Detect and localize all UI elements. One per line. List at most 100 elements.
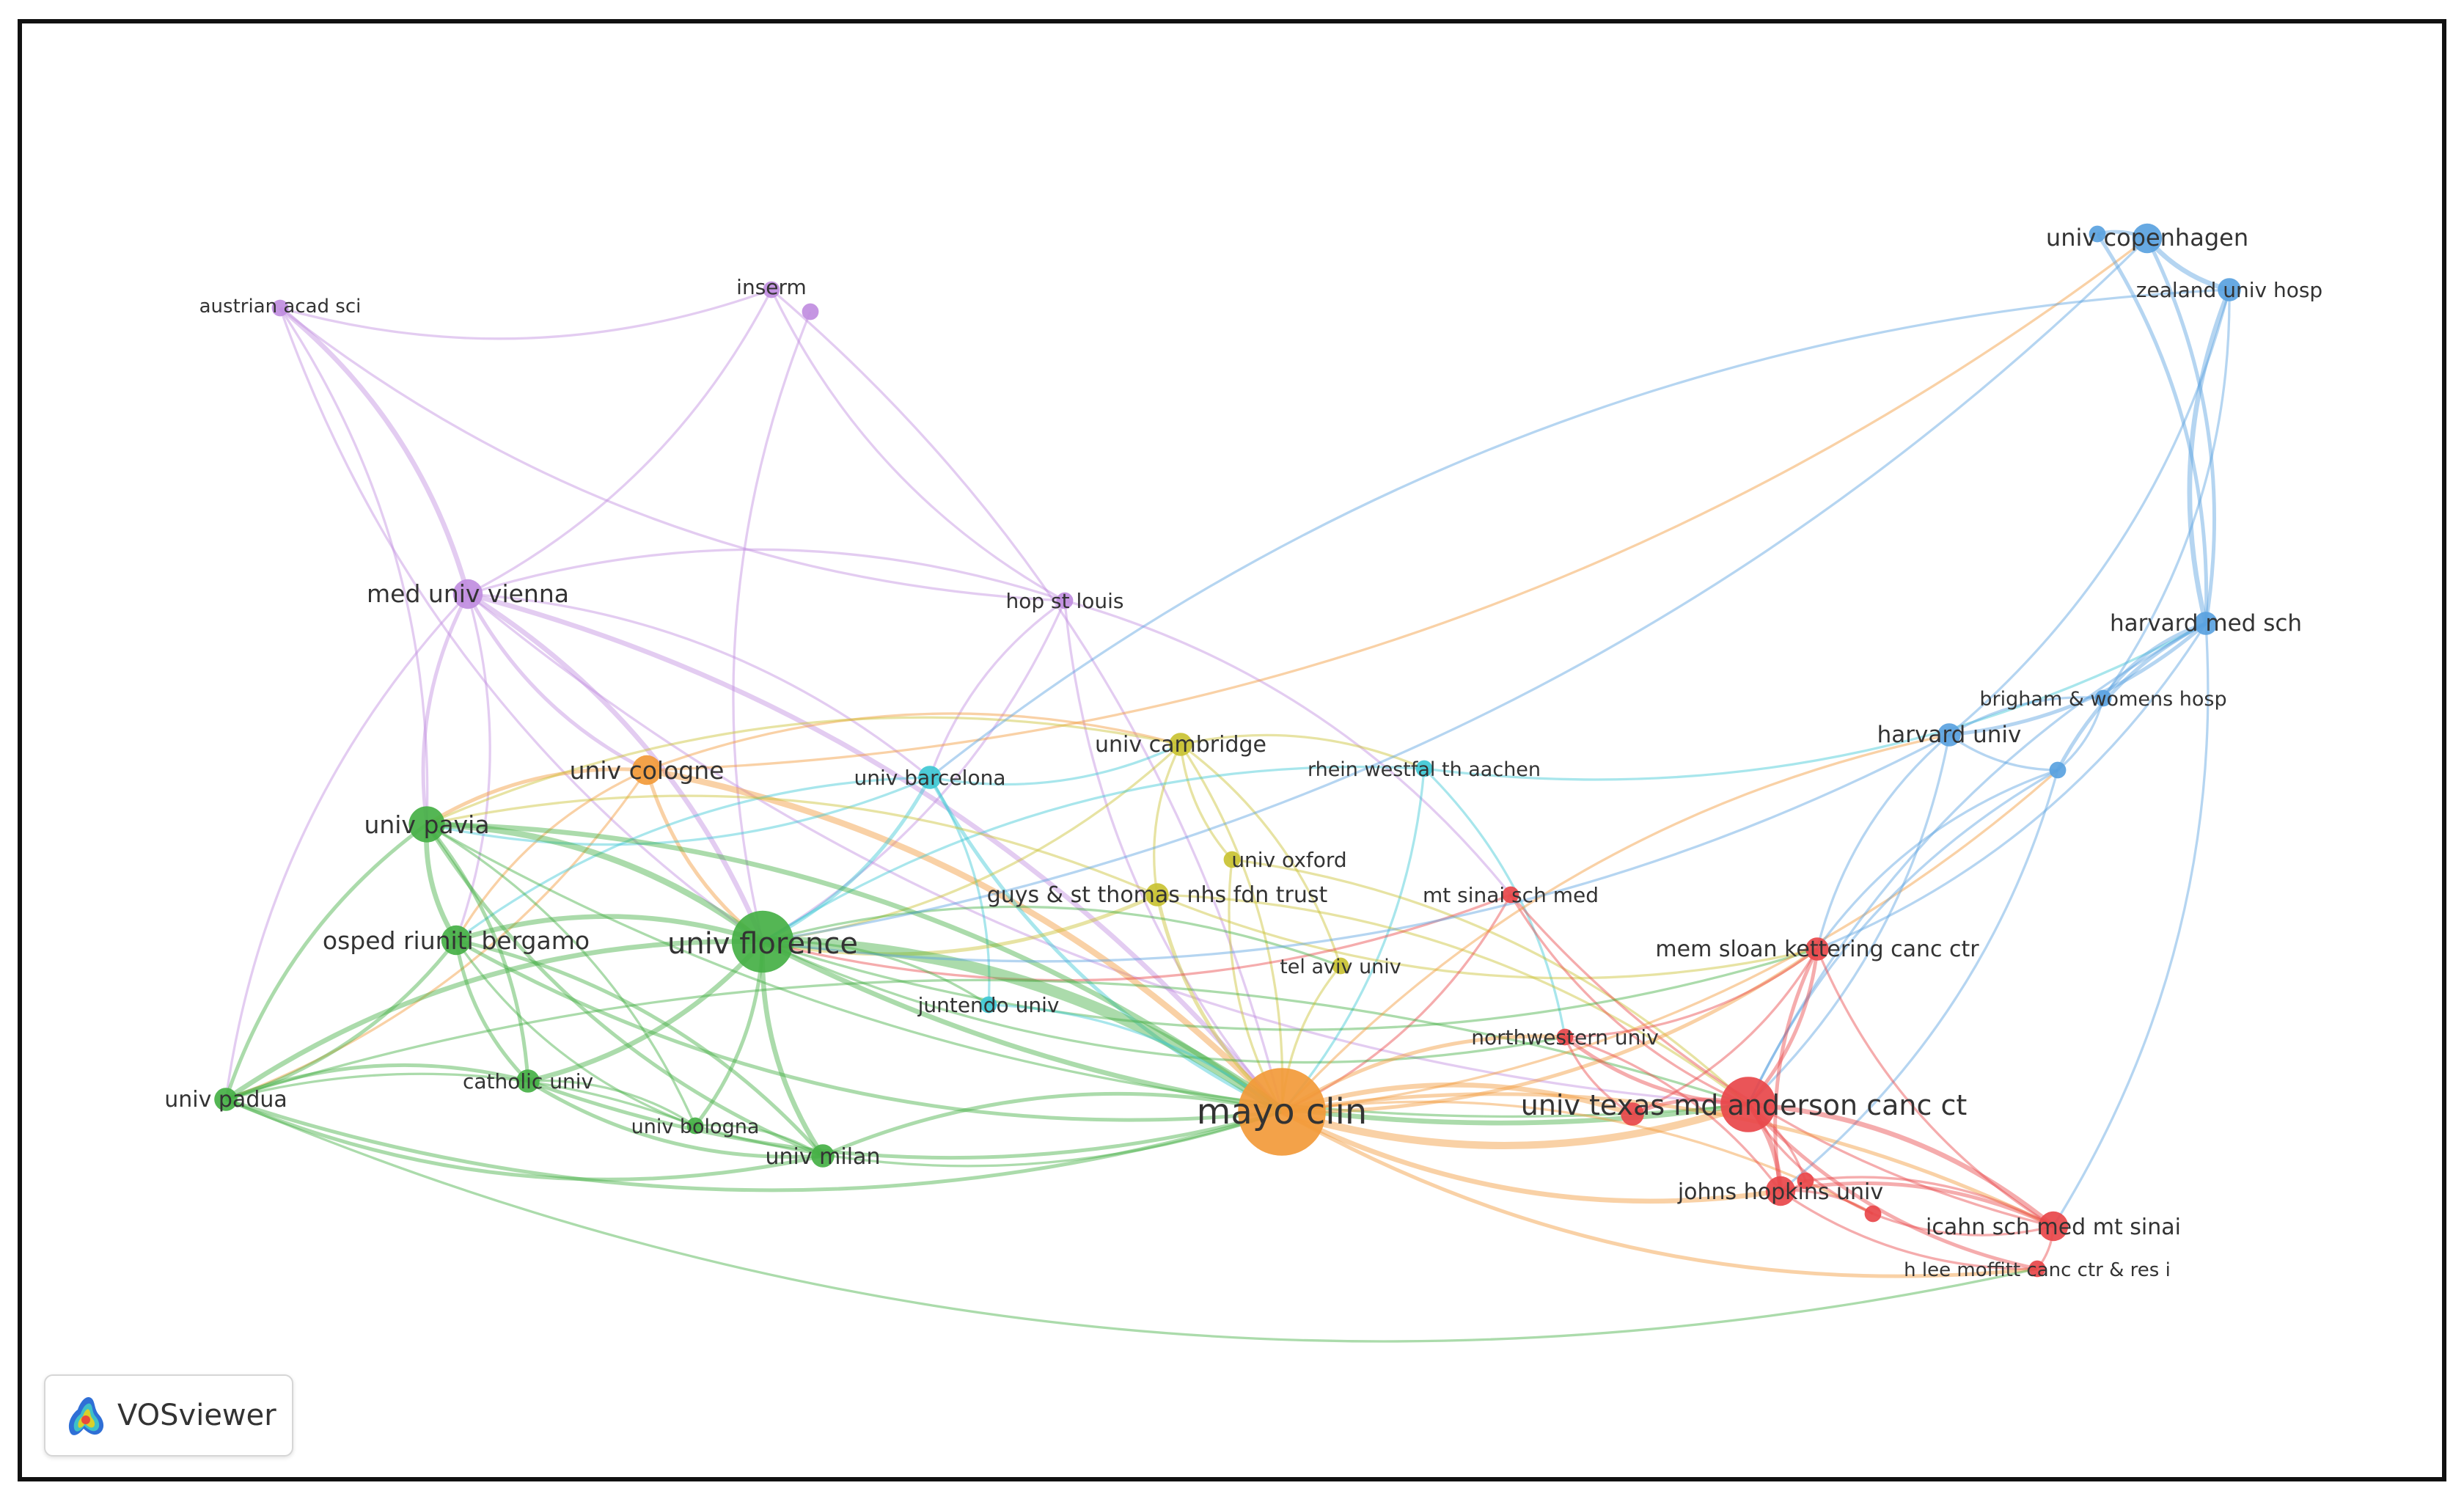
node-univ-copenhagen[interactable] — [2132, 223, 2163, 254]
node-blue-small-b[interactable] — [2049, 761, 2067, 779]
nodes-layer — [214, 223, 2241, 1278]
link-hop_st_louis-mt_sinai_sch_med — [1064, 599, 1512, 896]
label-univ-oxford: univ oxford — [1231, 848, 1346, 872]
label-zealand-univ-hosp: zealand univ hosp — [2136, 278, 2322, 302]
node-univ-milan[interactable] — [811, 1144, 835, 1168]
node-univ-cambridge[interactable] — [1169, 733, 1192, 756]
node-icahn-sch[interactable] — [2038, 1211, 2069, 1242]
link-austrian_acad_sci-hop_st_louis — [279, 307, 1066, 602]
link-inserm-mayo_clin — [770, 288, 1283, 1113]
link-harvard_med_sch-harvard_univ — [1948, 622, 2207, 737]
label-austrian-acad-sci: austrian acad sci — [199, 296, 362, 318]
link-mt_sinai_sch_med-mayo_clin — [1281, 894, 1512, 1113]
node-red-small-a[interactable] — [1621, 1102, 1644, 1126]
link-guys_st_thomas-univ_pavia — [426, 794, 1158, 896]
node-juntendo-univ[interactable] — [980, 996, 997, 1014]
link-mayo_clin-mem_sloan — [1281, 947, 1819, 1114]
node-northwestern-univ[interactable] — [1556, 1028, 1574, 1046]
node-blue-small-a[interactable] — [2089, 225, 2106, 243]
node-inserm[interactable] — [763, 281, 780, 298]
node-hop-st-louis[interactable] — [1056, 592, 1074, 609]
link-purple_unlabeled-univ_florence — [732, 311, 812, 942]
link-univ_florence-juntendo_univ — [762, 939, 989, 1006]
link-univ_cologne-univ_copenhagen — [646, 237, 2148, 772]
node-johns-hopkins[interactable] — [1765, 1176, 1796, 1206]
link-mayo_clin-red_small_c — [1281, 1100, 1874, 1215]
node-mt-sinai-sch-med[interactable] — [1502, 886, 1519, 904]
link-univ_pavia-catholic_univ — [425, 823, 530, 1082]
node-mem-sloan[interactable] — [1805, 937, 1829, 961]
node-univ-florence[interactable] — [731, 910, 794, 973]
node-md-anderson[interactable] — [1720, 1077, 1776, 1132]
link-austrian_acad_sci-univ_florence — [279, 307, 763, 943]
link-johns_hopkins-icahn_sch — [1780, 1181, 2055, 1228]
link-harvard_med_sch-md_anderson — [1747, 622, 2207, 1105]
node-rhein-westfal[interactable] — [1415, 760, 1433, 777]
vosviewer-logo-badge[interactable]: VOSviewer — [44, 1374, 293, 1457]
link-catholic_univ-mayo_clin — [527, 1079, 1283, 1160]
node-mayo-clin[interactable] — [1238, 1068, 1326, 1156]
node-univ-cologne[interactable] — [631, 755, 662, 785]
node-univ-padua[interactable] — [214, 1088, 238, 1111]
node-harvard-med-sch[interactable] — [2194, 612, 2218, 635]
node-univ-oxford[interactable] — [1223, 851, 1241, 868]
link-univ_oxford-md_anderson — [1231, 858, 1750, 1106]
link-univ_copenhagen-univ_florence — [762, 237, 2149, 943]
node-zealand-univ-hosp[interactable] — [2218, 278, 2241, 301]
link-med_univ_vienna-univ_cologne — [466, 593, 648, 772]
label-guys-st-thomas: guys & st thomas nhs fdn trust — [987, 882, 1328, 908]
node-tel-aviv-univ[interactable] — [1332, 957, 1349, 975]
node-red-small-c[interactable] — [1864, 1205, 1882, 1223]
link-univ_milan-mayo_clin — [822, 1091, 1283, 1158]
node-purple-unlabeled[interactable] — [802, 303, 819, 320]
node-brigham-womens[interactable] — [2094, 689, 2112, 707]
link-univ_cologne-univ_pavia — [425, 767, 648, 827]
link-johns_hopkins-h_lee_moffitt — [1780, 1190, 2038, 1270]
link-guys_st_thomas-mem_sloan — [1156, 893, 1818, 980]
link-blue_small_b-johns_hopkins — [1779, 769, 2059, 1193]
label-harvard-univ: harvard univ — [1877, 722, 2022, 748]
link-univ_cambridge-mayo_clin — [1179, 744, 1284, 1113]
link-univ_padua-md_anderson — [225, 978, 1749, 1106]
link-mem_sloan-northwestern_univ — [1564, 948, 1818, 1038]
link-univ_cambridge-guys_st_thomas — [1153, 744, 1182, 895]
link-med_univ_vienna-univ_pavia — [421, 593, 470, 825]
link-univ_padua-univ_milan — [225, 1097, 824, 1182]
link-osped_riuniti_bergamo-univ_milan — [455, 938, 824, 1157]
link-osped_riuniti_bergamo-univ_florence — [455, 914, 764, 945]
link-guys_st_thomas-univ_florence — [762, 893, 1159, 956]
link-mayo_clin-md_anderson — [1280, 1101, 1750, 1150]
node-med-univ-vienna[interactable] — [452, 579, 483, 609]
link-harvard_med_sch-brigham_womens — [2101, 621, 2207, 700]
link-rhein_westfal-harvard_med_sch — [1423, 622, 2207, 781]
node-red-small-b[interactable] — [1797, 1172, 1814, 1190]
node-harvard-univ[interactable] — [1937, 723, 1961, 747]
node-austrian-acad-sci[interactable] — [271, 299, 289, 317]
link-mayo_clin-icahn_sch — [1281, 1092, 2055, 1228]
label-johns-hopkins: johns hopkins univ — [1677, 1179, 1883, 1205]
node-univ-bologna[interactable] — [686, 1117, 704, 1135]
link-univ_pavia-md_anderson — [426, 823, 1749, 1118]
link-univ_florence-catholic_univ — [527, 939, 765, 1084]
node-osped-riuniti-bergamo[interactable] — [441, 925, 472, 956]
link-northwestern_univ-red_small_a — [1563, 1036, 1633, 1115]
label-univ-cambridge: univ cambridge — [1095, 732, 1266, 758]
node-univ-pavia[interactable] — [408, 806, 445, 843]
link-univ_florence-mem_sloan — [762, 940, 1818, 1031]
link-zealand_univ_hosp-harvard_univ — [1948, 289, 2231, 736]
link-univ_barcelona-univ_pavia — [426, 776, 931, 846]
node-guys-st-thomas[interactable] — [1145, 883, 1169, 906]
link-harvard_univ-md_anderson — [1747, 734, 1951, 1106]
link-mayo_clin-johns_hopkins — [1280, 1110, 1781, 1204]
link-med_univ_vienna-hop_st_louis — [467, 548, 1066, 602]
label-juntendo-univ: juntendo univ — [917, 993, 1060, 1017]
link-univ_cambridge-tel_aviv_univ — [1180, 743, 1342, 967]
link-catholic_univ-univ_bologna — [527, 1079, 696, 1127]
link-hop_st_louis-univ_florence — [762, 600, 1066, 943]
node-h-lee-moffitt[interactable] — [2028, 1260, 2046, 1278]
node-catholic-univ[interactable] — [516, 1069, 540, 1093]
node-univ-barcelona[interactable] — [918, 766, 942, 789]
